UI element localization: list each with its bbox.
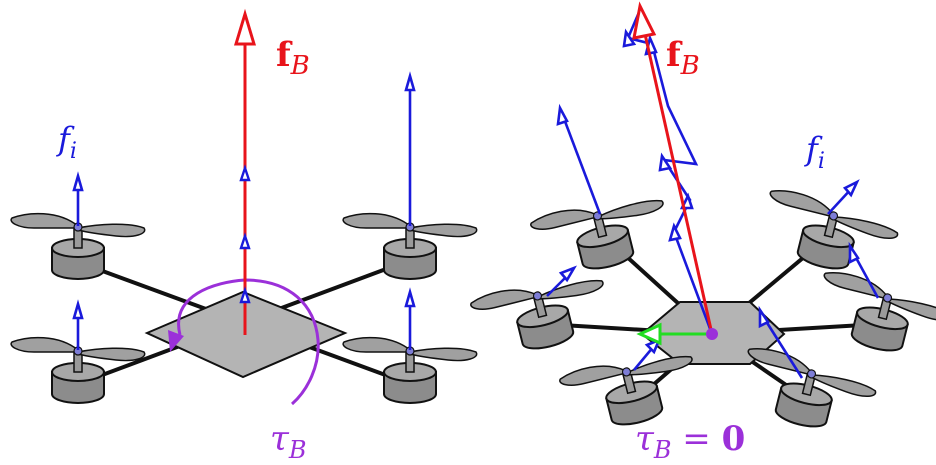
hex-propeller-6 bbox=[733, 343, 881, 442]
torque-arc-head bbox=[168, 330, 184, 352]
torque-arc bbox=[177, 278, 320, 406]
right-thrust-label: fB bbox=[666, 35, 700, 81]
hex-propeller-1 bbox=[528, 185, 676, 284]
rotor-force-arrows bbox=[72, 71, 416, 350]
right-torque-label: τB = 0 bbox=[635, 419, 745, 464]
hex-propeller-2 bbox=[755, 185, 903, 284]
hexarotor-drawing: fB fi τB = 0 bbox=[468, 1, 936, 464]
quadrotor-drawing: fB fi τB bbox=[10, 8, 478, 464]
left-rotor-force-label: fi bbox=[56, 120, 77, 164]
right-rotor-force-label: fi bbox=[804, 130, 825, 174]
hex-total-thrust-arrow bbox=[632, 1, 714, 335]
stacked-rotor-arrows bbox=[239, 164, 251, 304]
total-thrust-arrow bbox=[233, 8, 257, 335]
left-thrust-label: fB bbox=[276, 35, 310, 81]
vector-sum-chain bbox=[622, 9, 714, 335]
hex-rotor-force-arrows bbox=[546, 103, 880, 379]
left-torque-label: τB bbox=[270, 419, 306, 464]
hex-propeller-4 bbox=[809, 267, 936, 366]
hex-propeller-3 bbox=[468, 265, 616, 364]
zero-torque-arrow bbox=[636, 322, 718, 346]
